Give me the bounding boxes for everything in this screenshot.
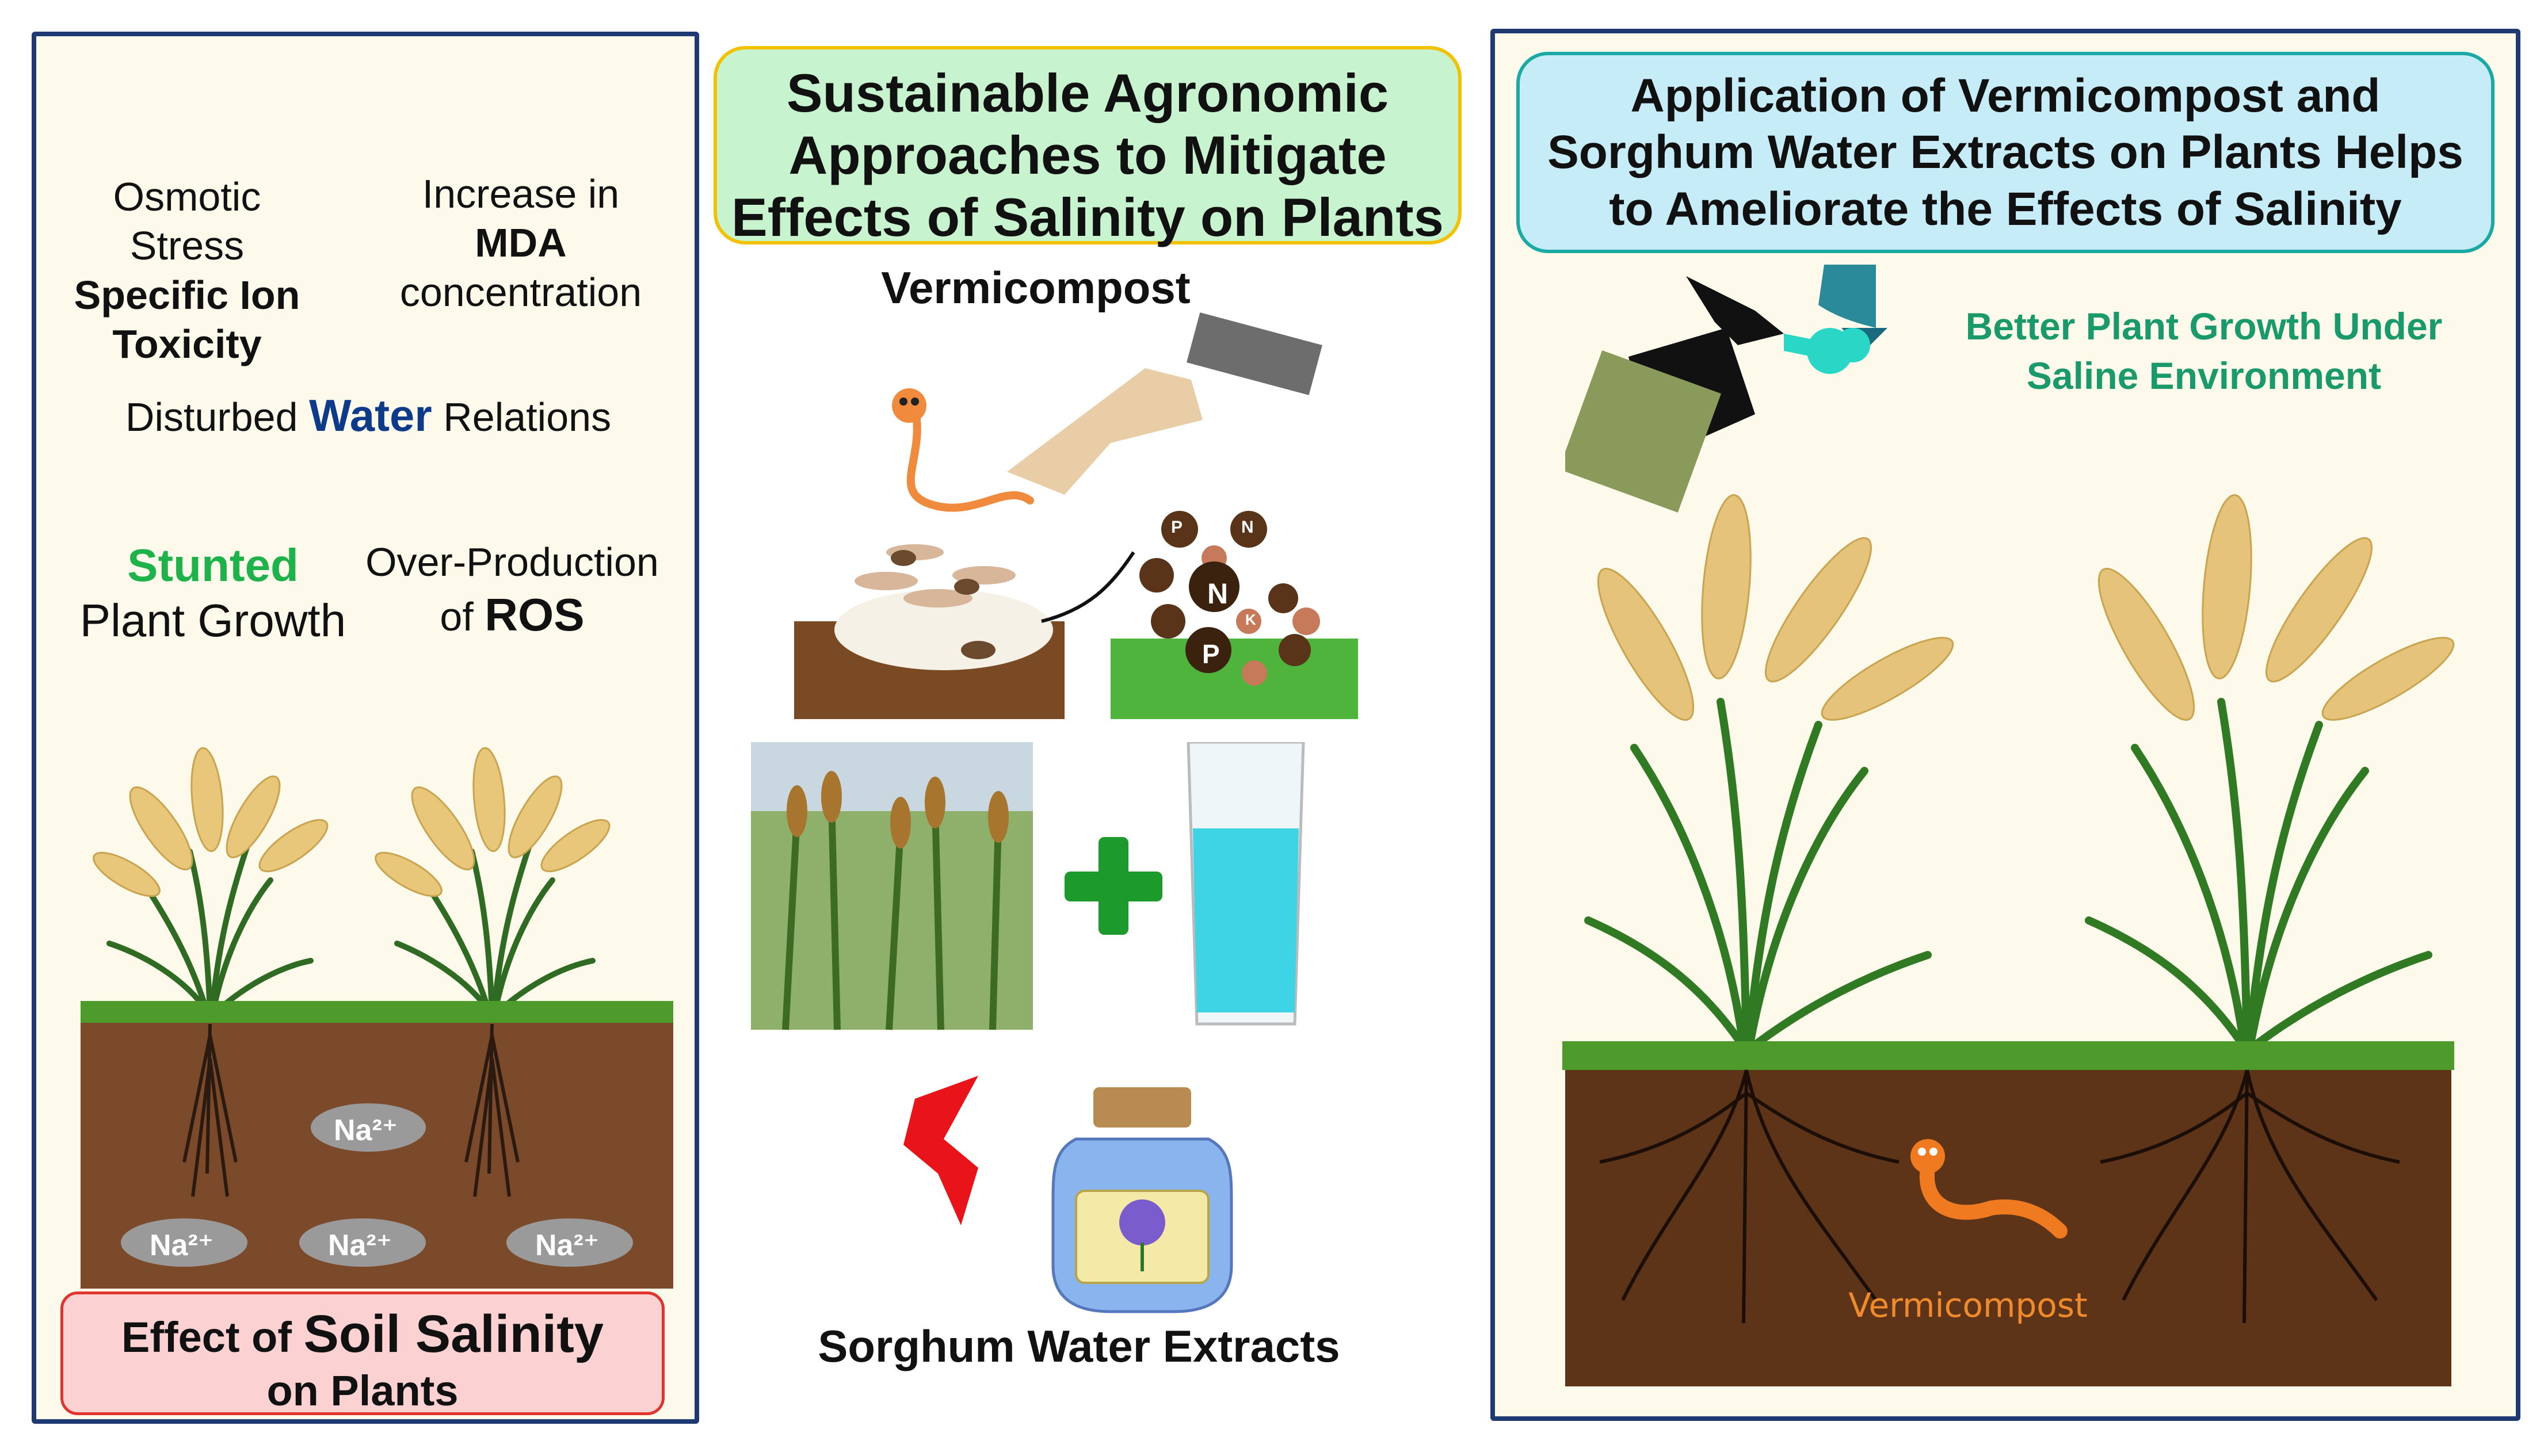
sorghum-plus-water-illustration: [751, 742, 1305, 1030]
nutrient-pellets: [1139, 511, 1320, 686]
plus-icon: [1065, 837, 1162, 935]
nutrient-p-large-label: P: [1202, 639, 1220, 669]
right-title-box: Application of Vermicompost and Sorghum …: [1516, 52, 2495, 253]
ion-label-2: Na²⁺: [150, 1229, 214, 1262]
bottle-icon: [1051, 1087, 1233, 1313]
nutrient-n-label: N: [1241, 518, 1254, 537]
compost-pellets: [891, 550, 996, 659]
nutrient-k-label: K: [1245, 611, 1256, 628]
curved-arrow-icon: [1818, 265, 1876, 328]
worm-head: [892, 388, 926, 423]
nutrient-n-large-label: N: [1207, 578, 1229, 610]
healthy-plant-right: [2085, 698, 2432, 1051]
extract-bottle-illustration: [903, 1076, 1233, 1313]
vermicompost-illustration: [794, 312, 1358, 719]
spray-bottle-icon: [1565, 276, 1870, 513]
stunted-growth-text: Stunted Plant Growth: [79, 540, 346, 646]
sorghum-stalks: [782, 799, 1002, 1030]
lightning-icon: [903, 1076, 978, 1225]
soil-salinity-effect-box: Effect of Soil Salinity on Plants: [60, 1291, 665, 1415]
ros-text: Over-Production of ROS: [365, 540, 659, 641]
healthy-roots: [1599, 1069, 2400, 1324]
sleeve-icon: [1187, 312, 1322, 395]
nutrient-p-label: P: [1171, 518, 1183, 537]
ion-label-3: Na²⁺: [328, 1229, 392, 1262]
water-relations-text: Disturbed Water Relations: [125, 390, 612, 441]
healthy-plant-right-plumes: [2097, 494, 2455, 721]
mda-text: Increase in MDA concentration: [399, 171, 642, 315]
stunted-plants-illustration: [81, 747, 673, 1289]
better-growth-text: Better Plant Growth Under Saline Environ…: [1965, 305, 2443, 397]
osmotic-stress-text: Osmotic Stress Specific Ion Toxicity: [74, 174, 300, 367]
stunted-plant-right-plumes: [375, 747, 611, 897]
stunted-roots: [182, 1023, 520, 1197]
vermicompost-label: Vermicompost: [881, 262, 1191, 313]
soil-block-right: [1565, 1058, 2451, 1386]
hand-icon: [1007, 368, 1203, 495]
ion-label-4: Na²⁺: [535, 1229, 600, 1262]
compost-bowl: [834, 590, 1053, 670]
sprayer-illustration: [1565, 265, 1887, 513]
healthy-plants-illustration: [1562, 494, 2455, 1386]
stunted-plant-left-plumes: [93, 747, 329, 897]
ion-label-1: Na²⁺: [334, 1114, 398, 1147]
compost-worms: [855, 544, 1016, 607]
soil-vermicompost-label: Vermicompost: [1848, 1286, 2088, 1325]
center-title-box: Sustainable Agronomic Approaches to Miti…: [714, 46, 1462, 247]
grass-strip-right: [1562, 1041, 2454, 1070]
arrow-icon: [1041, 551, 1135, 623]
grass-strip-left: [81, 1001, 673, 1023]
sodium-ions: [121, 1103, 633, 1267]
soil-worm-icon: [1910, 1139, 2068, 1239]
healthy-plant-left-plumes: [1597, 494, 1954, 721]
water-glass-icon: [1187, 742, 1305, 1026]
nutrient-grass: [1111, 639, 1358, 719]
sorghum-heads: [787, 771, 1009, 849]
healthy-plant-left: [1584, 698, 1932, 1051]
worm-icon: [906, 404, 1034, 512]
sorghum-extract-label: Sorghum Water Extracts: [818, 1321, 1340, 1371]
